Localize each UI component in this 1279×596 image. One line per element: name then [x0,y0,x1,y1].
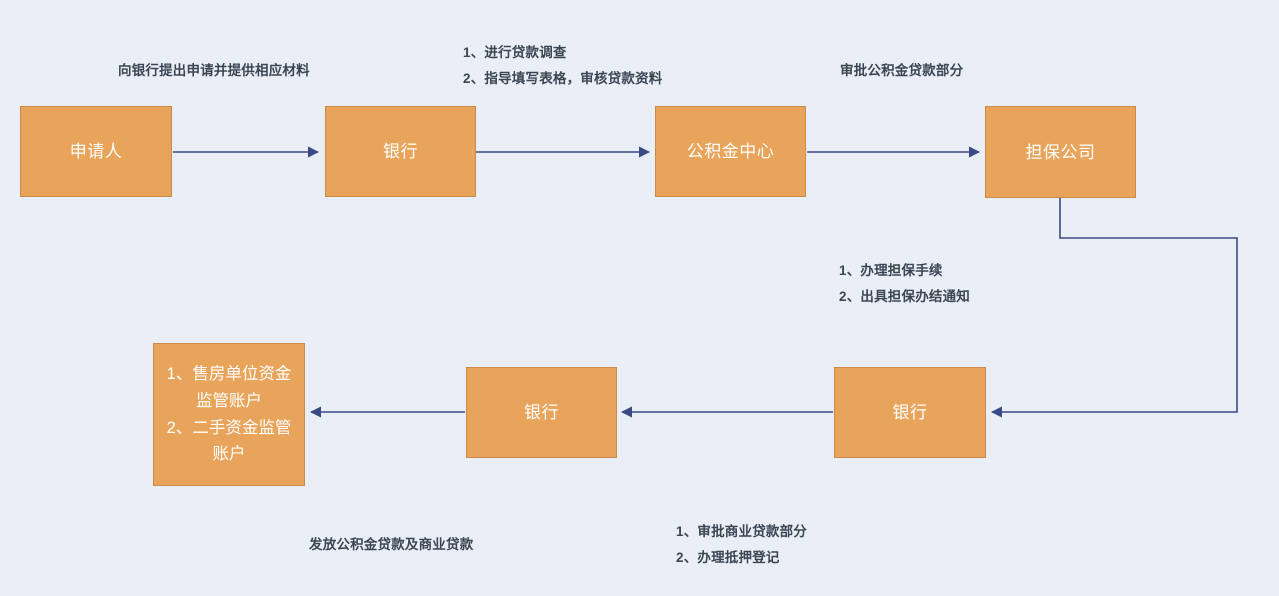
node-bank-bottom-right[interactable]: 银行 [834,367,986,458]
edge-guarantee-to-bank [990,198,1238,418]
node-escrow-accounts[interactable]: 1、售房单位资金监管账户 2、二手资金监管账户 [153,343,305,486]
note-commercial: 1、审批商业贷款部分 2、办理抵押登记 [676,524,808,565]
node-bank-top-label: 银行 [383,142,418,161]
node-fund-center[interactable]: 公积金中心 [655,106,806,197]
node-bank-bottom-middle-label: 银行 [524,403,559,422]
node-bank-top[interactable]: 银行 [325,106,476,197]
note-disburse: 发放公积金贷款及商业贷款 [309,537,474,552]
node-fund-center-label: 公积金中心 [686,142,775,161]
node-escrow-accounts-label: 1、售房单位资金监管账户 2、二手资金监管账户 [166,365,292,464]
note-approve-fund: 审批公积金贷款部分 [840,63,964,78]
note-apply: 向银行提出申请并提供相应材料 [118,63,310,78]
node-applicant[interactable]: 申请人 [20,106,172,197]
note-survey: 1、进行贷款调查 2、指导填写表格，审核贷款资料 [463,45,663,86]
node-guarantee-company[interactable]: 担保公司 [985,106,1136,198]
note-guarantee: 1、办理担保手续 2、出具担保办结通知 [839,263,971,304]
node-bank-bottom-middle[interactable]: 银行 [466,367,617,458]
node-bank-bottom-right-label: 银行 [892,403,928,422]
node-applicant-label: 申请人 [69,142,123,161]
node-guarantee-company-label: 担保公司 [1025,142,1096,162]
